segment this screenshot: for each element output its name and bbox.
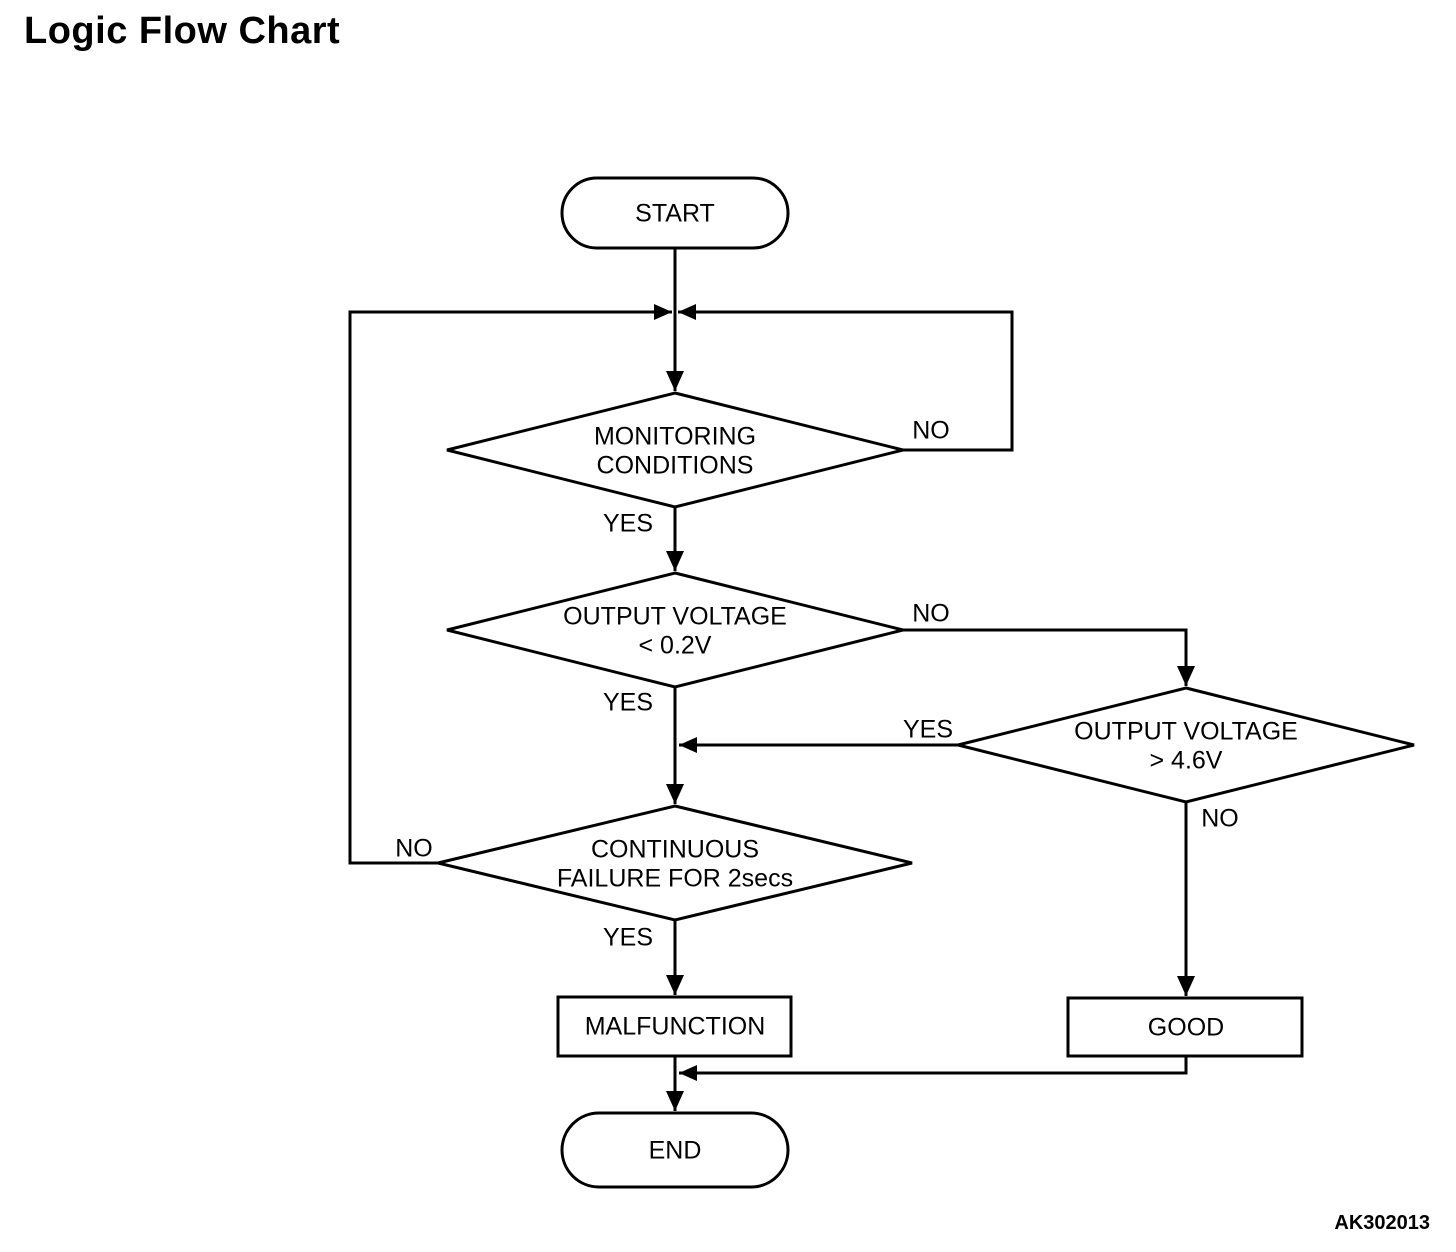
arrowhead-into-voltage-high (1177, 666, 1195, 686)
node-good-label: GOOD (1147, 1013, 1225, 1042)
node-end-label: END (648, 1136, 702, 1165)
arrowhead-into-continuous-failure (666, 784, 684, 804)
arrowhead-into-voltage-low (666, 551, 684, 571)
edge-label-monitoring-no: NO (912, 416, 950, 445)
edge-voltage-low-no (903, 628, 1188, 686)
node-malfunction-label: MALFUNCTION (584, 1012, 766, 1041)
edge-failure-no-loop (348, 310, 672, 865)
flow-arrowheads (654, 304, 1195, 1111)
arrowhead-into-malfunction (666, 975, 684, 995)
node-monitoring-conditions-shape (446, 391, 904, 509)
edge-label-voltage-high-no: NO (1201, 804, 1239, 833)
arrowhead-into-good (1177, 976, 1195, 996)
arrowhead-junction-from-left (654, 304, 672, 320)
node-output-voltage-high-label: OUTPUT VOLTAGE > 4.6V (1074, 717, 1298, 774)
edge-monitoring-no-loop (678, 310, 1014, 452)
edge-good-to-end (679, 1056, 1188, 1075)
flow-connectors (348, 248, 1188, 1111)
arrowhead-high-yes-join (679, 737, 697, 753)
node-start-shape (560, 176, 790, 250)
node-end-shape (560, 1111, 790, 1189)
edge-label-voltage-low-no: NO (912, 599, 950, 628)
node-output-voltage-low-shape (446, 571, 904, 689)
arrowhead-into-end (666, 1091, 684, 1111)
edge-label-voltage-low-yes: YES (602, 688, 654, 717)
edge-label-monitoring-yes: YES (602, 509, 654, 538)
edge-label-voltage-high-yes: YES (902, 715, 954, 744)
arrowhead-junction-from-right (678, 304, 696, 320)
node-good-shape (1066, 996, 1304, 1058)
figure-code: AK302013 (1334, 1212, 1430, 1234)
node-monitoring-conditions-label: MONITORING CONDITIONS (593, 422, 757, 479)
arrowhead-into-monitoring (666, 371, 684, 391)
edge-label-failure-no: NO (395, 834, 433, 863)
node-malfunction-shape (556, 995, 793, 1058)
page-title: Logic Flow Chart (24, 10, 341, 52)
arrowhead-good-join (679, 1065, 697, 1081)
node-start-label: START (635, 199, 715, 228)
flow-nodes (437, 176, 1415, 1189)
node-continuous-failure-shape (437, 804, 913, 922)
edge-label-failure-yes: YES (602, 923, 654, 952)
node-continuous-failure-label: CONTINUOUS FAILURE FOR 2secs (556, 835, 794, 892)
node-output-voltage-high-shape (957, 686, 1415, 804)
node-output-voltage-low-label: OUTPUT VOLTAGE < 0.2V (563, 602, 787, 659)
